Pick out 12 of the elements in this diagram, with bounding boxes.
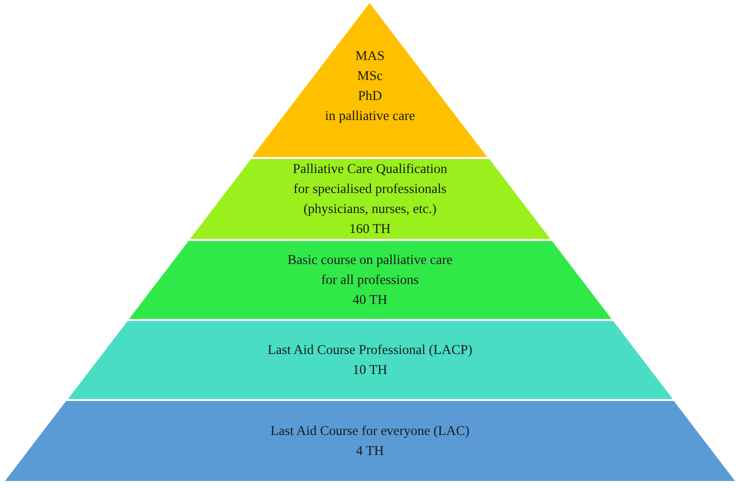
degree-label: PhD: [358, 87, 382, 105]
course-label: Palliative Care Qualification for specialised professionals (physicians, nurses, etc.): [292, 160, 448, 218]
degree-label: MSc: [357, 67, 383, 85]
hours-label: 40 TH: [352, 291, 388, 309]
course-label: Last Aid Course Professional (LACP): [268, 341, 472, 359]
degree-label: MAS: [355, 47, 385, 65]
hours-label: 10 TH: [352, 361, 388, 379]
course-label: Basic course on palliative care for all professions: [286, 251, 454, 289]
hours-label: 160 TH: [349, 220, 391, 238]
hours-label: 4 TH: [356, 442, 384, 460]
subject-label: in palliative care: [325, 107, 415, 125]
course-label: Last Aid Course for everyone (LAC): [270, 422, 470, 440]
